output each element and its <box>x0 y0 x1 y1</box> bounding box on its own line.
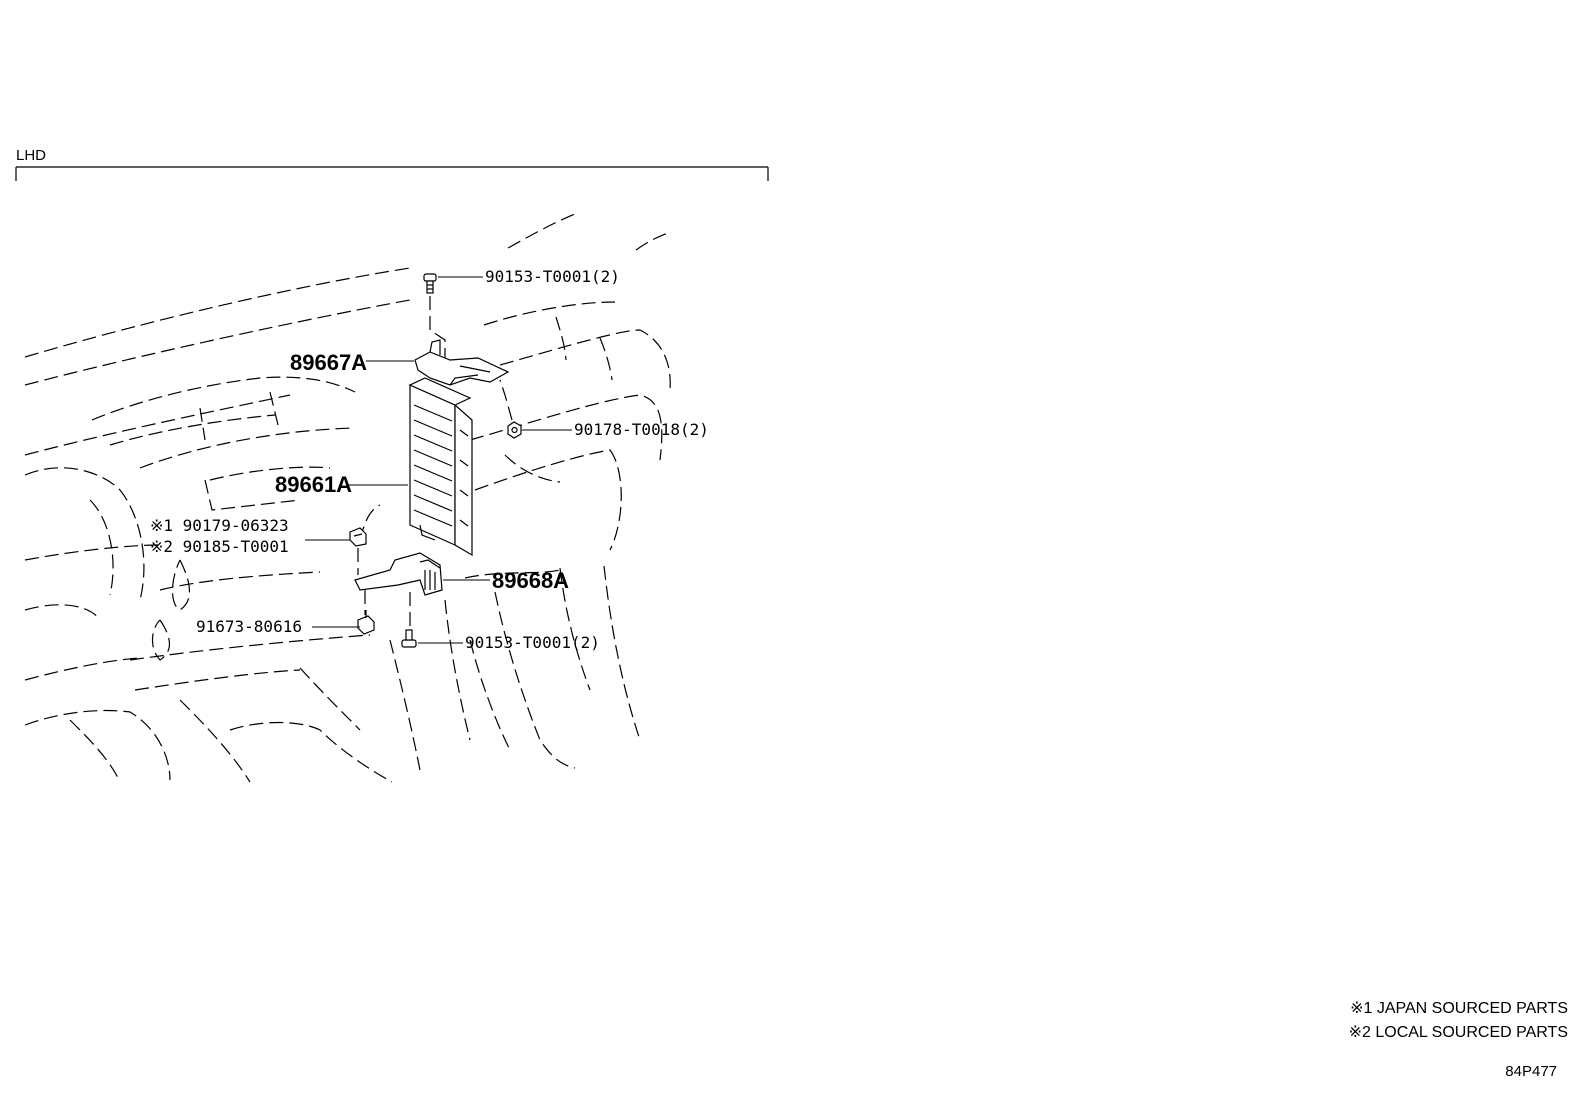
callout-clip-japan: ※1 90179-06323 <box>150 516 289 535</box>
callout-screw-lower: 91673-80616 <box>196 617 302 636</box>
lower-bracket-part <box>354 552 443 628</box>
callout-ecu: 89661A <box>275 472 352 497</box>
callout-lower-bracket: 89668A <box>492 568 569 593</box>
illustration-code: 84P477 <box>1505 1063 1557 1080</box>
callout-bolt-top: 90153-T0001(2) <box>485 267 620 286</box>
dashboard-outline <box>24 213 671 783</box>
ecu-part <box>408 377 473 557</box>
callout-upper-bracket: 89667A <box>290 350 367 375</box>
screw-lower-icon <box>357 610 375 635</box>
bolt-bottom-icon <box>401 629 417 648</box>
bolt-top-icon <box>423 273 446 360</box>
section-label: LHD <box>16 147 46 164</box>
nut-right-icon <box>499 379 522 439</box>
leader-lines <box>305 276 572 644</box>
upper-bracket-part <box>414 339 510 386</box>
note-japan-sourced: ※1 JAPAN SOURCED PARTS <box>1350 1000 1568 1017</box>
note-local-sourced: ※2 LOCAL SOURCED PARTS <box>1349 1024 1568 1041</box>
callout-clip-local: ※2 90185-T0001 <box>150 537 289 556</box>
callout-nut-right: 90178-T0018(2) <box>574 420 709 439</box>
section-bracket <box>15 166 769 181</box>
clip-icon <box>349 527 367 575</box>
callout-bolt-bottom: 90153-T0001(2) <box>465 633 600 652</box>
